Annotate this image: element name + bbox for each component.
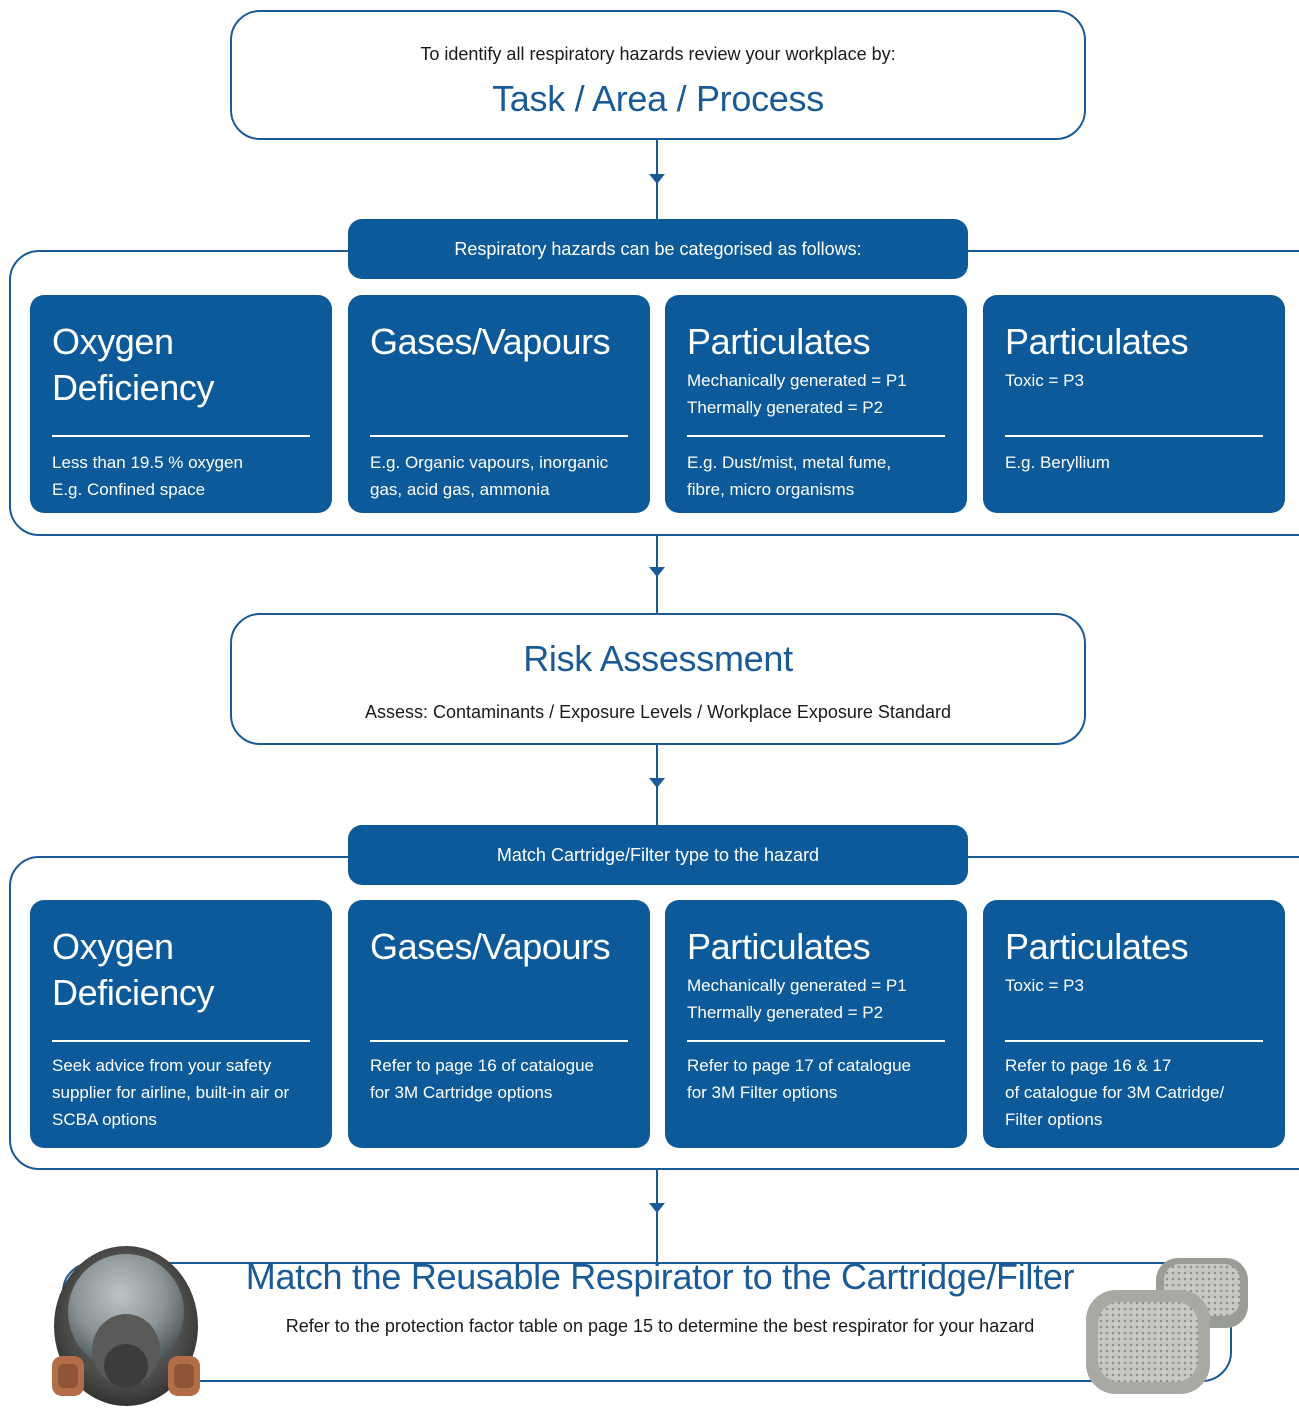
card-divider — [687, 435, 945, 437]
card-divider — [370, 1040, 628, 1042]
risk-subtitle: Assess: Contaminants / Exposure Levels /… — [365, 702, 951, 722]
card-body: Refer to page 16 & 17 of catalogue for 3… — [1005, 1056, 1225, 1129]
final-box — [62, 1262, 1232, 1382]
card-subtitle: Mechanically generated = P1 Thermally ge… — [687, 976, 907, 1022]
card-body: E.g. Beryllium — [1005, 453, 1110, 472]
arrow-down-icon — [649, 567, 665, 577]
match-card: Particulates Toxic = P3 Refer to page 16… — [983, 900, 1285, 1148]
card-body: E.g. Organic vapours, inorganic gas, aci… — [370, 453, 609, 499]
card-body: Refer to page 17 of catalogue for 3M Fil… — [687, 1056, 911, 1102]
match-card: Oxygen Deficiency Seek advice from your … — [30, 900, 332, 1148]
hazard-card: Particulates Mechanically generated = P1… — [665, 295, 967, 513]
card-body: Refer to page 16 of catalogue for 3M Car… — [370, 1056, 594, 1102]
hazards-tab: Respiratory hazards can be categorised a… — [348, 219, 968, 279]
card-body: Seek advice from your safety supplier fo… — [52, 1056, 290, 1129]
final-title: Match the Reusable Respirator to the Car… — [245, 1256, 1075, 1297]
card-divider — [52, 1040, 310, 1042]
intro-box — [230, 10, 1086, 140]
respirator-mask-image — [52, 1246, 200, 1406]
intro-text: To identify all respiratory hazards revi… — [420, 44, 896, 64]
hazard-card: Particulates Toxic = P3 E.g. Beryllium — [983, 295, 1285, 513]
hazard-card: Oxygen Deficiency Less than 19.5 % oxyge… — [30, 295, 332, 513]
arrow-down-icon — [649, 174, 665, 184]
risk-title: Risk Assessment — [523, 638, 793, 679]
hazard-card: Gases/Vapours E.g. Organic vapours, inor… — [348, 295, 650, 513]
card-title: Gases/Vapours — [370, 926, 611, 967]
card-title: Particulates — [687, 321, 871, 362]
card-title: Particulates — [1005, 321, 1189, 362]
match-card: Gases/Vapours Refer to page 16 of catalo… — [348, 900, 650, 1148]
card-title: Particulates — [1005, 926, 1189, 967]
card-subtitle: Mechanically generated = P1 Thermally ge… — [687, 371, 907, 417]
card-body: Less than 19.5 % oxygen E.g. Confined sp… — [52, 453, 243, 499]
card-title: Gases/Vapours — [370, 321, 611, 362]
intro-title: Task / Area / Process — [492, 78, 824, 119]
match-tab: Match Cartridge/Filter type to the hazar… — [348, 825, 968, 885]
final-subtitle: Refer to the protection factor table on … — [285, 1316, 1035, 1336]
cartridge-filter-image — [1086, 1258, 1248, 1394]
card-divider — [52, 435, 310, 437]
match-card: Particulates Mechanically generated = P1… — [665, 900, 967, 1148]
card-divider — [1005, 1040, 1263, 1042]
card-subtitle: Toxic = P3 — [1005, 371, 1084, 390]
connector-line — [656, 1170, 658, 1262]
card-subtitle: Toxic = P3 — [1005, 976, 1084, 995]
card-divider — [370, 435, 628, 437]
card-body: E.g. Dust/mist, metal fume, fibre, micro… — [687, 453, 892, 499]
arrow-down-icon — [649, 778, 665, 788]
card-divider — [687, 1040, 945, 1042]
arrow-down-icon — [649, 1203, 665, 1213]
card-title: Particulates — [687, 926, 871, 967]
card-divider — [1005, 435, 1263, 437]
card-title: Oxygen Deficiency — [52, 926, 215, 1013]
risk-box — [230, 613, 1086, 745]
card-title: Oxygen Deficiency — [52, 321, 215, 408]
